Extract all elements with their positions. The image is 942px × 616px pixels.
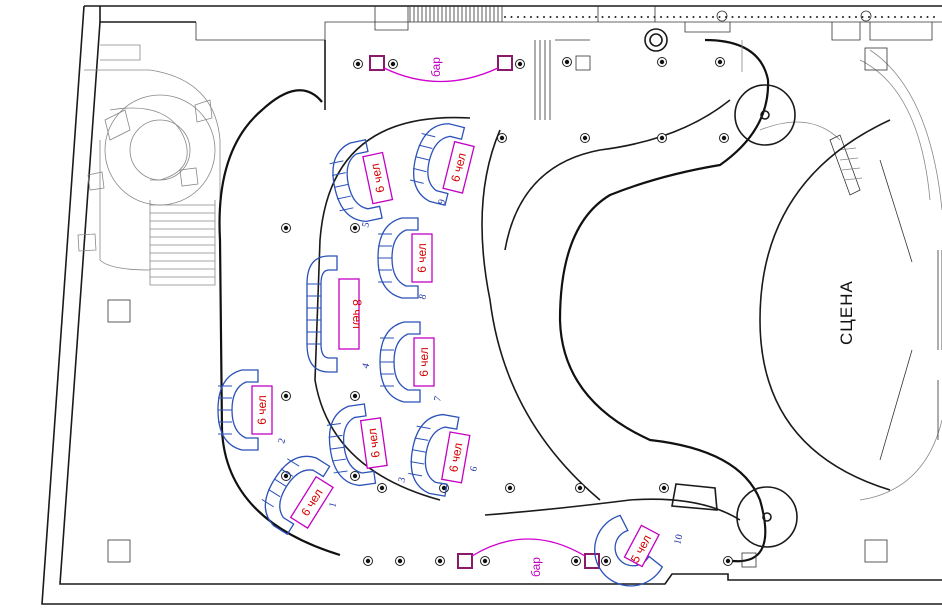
column-marker bbox=[363, 556, 373, 566]
column-marker bbox=[657, 57, 667, 67]
table-9-capacity: 6 чел bbox=[448, 151, 469, 183]
table-10-number: 10 bbox=[672, 533, 685, 546]
table-8-capacity: 6 чел bbox=[415, 243, 429, 273]
table-8[interactable]: 6 чел bbox=[377, 217, 433, 299]
table-3-number: 3 bbox=[396, 476, 408, 484]
column-marker bbox=[657, 133, 667, 143]
square-pillars bbox=[107, 47, 888, 568]
table-4-capacity: 8 чел bbox=[350, 299, 364, 329]
building-walls bbox=[41, 5, 942, 605]
column-marker bbox=[505, 483, 515, 493]
column-marker bbox=[515, 59, 525, 69]
column-marker bbox=[723, 556, 733, 566]
hall-walls bbox=[218, 38, 770, 563]
table-6-number: 6 bbox=[468, 465, 480, 473]
bar-bottom[interactable]: бар bbox=[457, 538, 600, 577]
round-columns bbox=[644, 10, 872, 548]
stage-label: СЦЕНА bbox=[837, 280, 856, 345]
column-marker bbox=[715, 57, 725, 67]
column-marker bbox=[571, 556, 581, 566]
table-9[interactable]: 6 чел bbox=[406, 118, 478, 209]
column-marker bbox=[480, 556, 490, 566]
column-marker bbox=[281, 471, 291, 481]
column-marker bbox=[353, 59, 363, 69]
table-1[interactable]: 6 чел bbox=[253, 445, 341, 541]
table-6-capacity: 6 чел bbox=[446, 442, 465, 474]
column-marker bbox=[350, 471, 360, 481]
pillar bbox=[107, 539, 131, 563]
pillar bbox=[107, 299, 131, 323]
table-5[interactable]: 6 чел bbox=[326, 137, 395, 226]
table-10[interactable]: 5 чел bbox=[585, 511, 673, 595]
column-marker bbox=[350, 391, 360, 401]
bar-top[interactable]: бар bbox=[369, 55, 513, 83]
table-3[interactable]: 6 чел bbox=[325, 402, 390, 489]
stage-area: СЦЕНА bbox=[759, 49, 942, 501]
pillar bbox=[575, 55, 591, 71]
bar-top-label: бар bbox=[429, 57, 443, 77]
table-9-number: 9 bbox=[436, 198, 448, 206]
column-marker bbox=[659, 483, 669, 493]
table-2-number: 2 bbox=[276, 437, 288, 445]
column-marker bbox=[281, 391, 291, 401]
table-5-number: 5 bbox=[360, 221, 372, 229]
column-marker bbox=[601, 556, 611, 566]
pillar bbox=[864, 47, 888, 71]
column-marker bbox=[580, 133, 590, 143]
table-5-capacity: 6 чел bbox=[368, 162, 388, 194]
column-marker bbox=[562, 57, 572, 67]
column-marker bbox=[281, 223, 291, 233]
table-3-capacity: 6 чел bbox=[365, 427, 383, 458]
table-8-number: 8 bbox=[417, 293, 429, 301]
pillar bbox=[741, 552, 757, 568]
table-1-number: 1 bbox=[327, 501, 339, 509]
left-stair-block bbox=[77, 44, 221, 286]
column-marker bbox=[719, 133, 729, 143]
column-marker bbox=[350, 223, 360, 233]
table-6[interactable]: 6 чел bbox=[406, 410, 473, 498]
table-4[interactable]: 8 чел bbox=[306, 255, 364, 373]
table-7-capacity: 6 чел bbox=[417, 347, 431, 377]
table-2[interactable]: 6 чел bbox=[217, 369, 273, 451]
table-7-number: 7 bbox=[432, 395, 444, 403]
column-marker bbox=[395, 556, 405, 566]
table-4-number: 4 bbox=[360, 362, 372, 370]
column-marker bbox=[575, 483, 585, 493]
bar-bottom-label: бар bbox=[529, 557, 543, 577]
column-markers bbox=[281, 57, 733, 566]
column-marker bbox=[388, 59, 398, 69]
top-dotted-line bbox=[504, 16, 935, 18]
pillar bbox=[864, 539, 888, 563]
column-marker bbox=[435, 556, 445, 566]
column-marker bbox=[377, 483, 387, 493]
table-2-capacity: 6 чел bbox=[255, 395, 269, 425]
column-marker bbox=[497, 133, 507, 143]
table-7[interactable]: 6 чел bbox=[379, 321, 435, 403]
